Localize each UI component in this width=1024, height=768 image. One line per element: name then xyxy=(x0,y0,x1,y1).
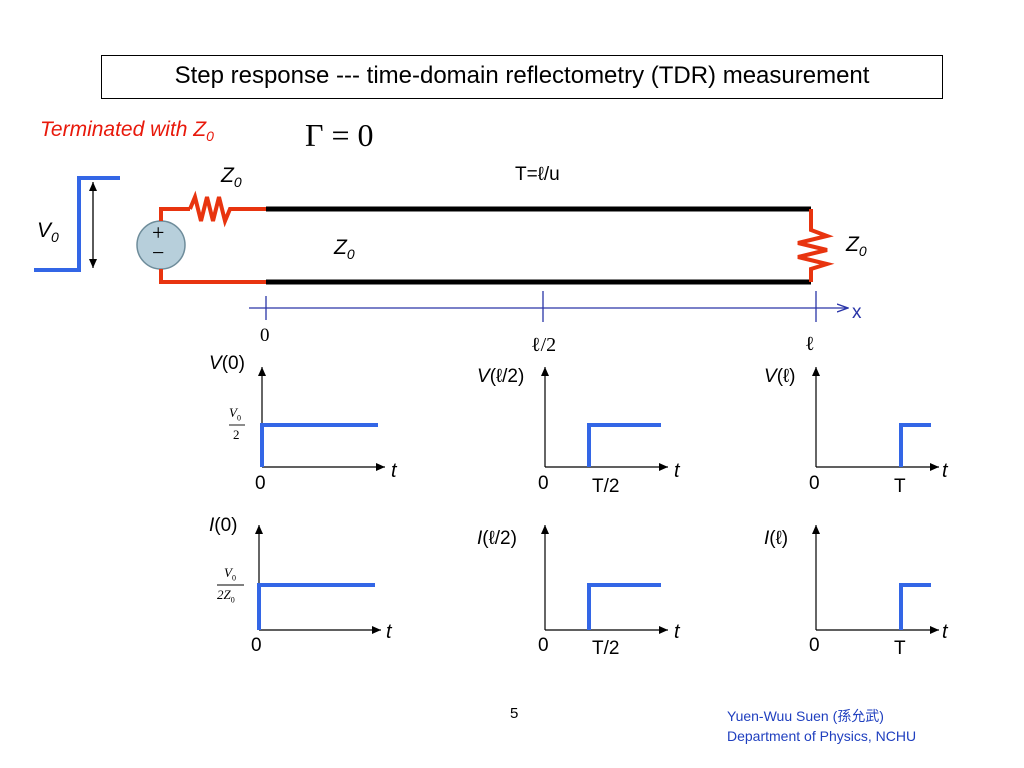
vhalf-ylabel-var: V xyxy=(477,366,490,387)
vhalf-origin-label: 0 xyxy=(538,473,549,494)
termination-label: Terminated with Z0 xyxy=(40,118,214,144)
source-voltage-var: V xyxy=(37,219,52,242)
slide-title: Step response --- time-domain reflectome… xyxy=(174,62,870,89)
i0-level-num-sub: 0 xyxy=(231,573,236,583)
vl-origin-label: 0 xyxy=(809,473,820,494)
v0-step xyxy=(260,423,378,467)
source-voltage-label: V0 xyxy=(37,219,59,245)
termination-sub: 0 xyxy=(206,128,214,145)
i0-ylabel-var: I xyxy=(209,515,215,536)
x-tick-label-0: 0 xyxy=(260,325,270,346)
source-impedance-sub: 0 xyxy=(233,174,242,191)
author-credit: Yuen-Wuu Suen (孫允武) Department of Physic… xyxy=(727,706,916,746)
il-origin-label: 0 xyxy=(809,635,820,656)
vl-step-time-label: T xyxy=(894,476,906,497)
ihalf-ylabel-var: I xyxy=(477,528,483,549)
source-impedance-var: Z xyxy=(221,164,234,187)
il-step xyxy=(899,583,931,630)
vhalf-step-time-label: T/2 xyxy=(592,476,620,497)
il-ylabel-arg: (ℓ) xyxy=(769,528,789,549)
il-t-label: t xyxy=(942,621,948,643)
x-tick-label-half: ℓ/2 xyxy=(531,334,557,356)
vl-step xyxy=(899,423,931,467)
i0-level-denominator: 2Z0 xyxy=(217,587,235,605)
vhalf-ylabel: V(ℓ/2) xyxy=(477,366,524,388)
source-impedance-label: Z0 xyxy=(221,164,242,190)
v0-level-denominator: 2 xyxy=(233,427,240,442)
v0-ylabel: V(0) xyxy=(209,353,245,375)
vhalf-t-label: t xyxy=(674,460,680,482)
line-impedance-var: Z xyxy=(334,236,347,259)
ihalf-t-label: t xyxy=(674,621,680,643)
i0-origin-label: 0 xyxy=(251,635,262,656)
vl-t-label: t xyxy=(942,460,948,482)
il-ylabel-var: I xyxy=(764,528,770,549)
v0-t-label: t xyxy=(391,460,397,482)
ihalf-step-time-label: T/2 xyxy=(592,638,620,659)
i0-step xyxy=(257,583,375,630)
vl-ylabel: V(ℓ) xyxy=(764,366,795,388)
termination-text: Terminated with Z xyxy=(40,118,207,141)
vhalf-step xyxy=(587,423,661,467)
line-impedance-sub: 0 xyxy=(346,246,355,263)
i0-level-numerator: V0 xyxy=(224,565,236,583)
load-impedance-sub: 0 xyxy=(858,243,867,260)
source-wire-bottom xyxy=(159,269,268,284)
x-axis-label: x xyxy=(852,302,862,323)
i0-level-den-sub: 0 xyxy=(230,595,235,605)
reflection-coefficient: Γ = 0 xyxy=(305,117,374,153)
ihalf-step xyxy=(587,583,661,630)
vl-ylabel-arg: (ℓ) xyxy=(776,366,796,387)
v0-level-num-var: V xyxy=(229,405,237,420)
v0-ylabel-arg: (0) xyxy=(221,353,245,374)
line-impedance-label: Z0 xyxy=(334,236,355,262)
source-plus-sign: + xyxy=(152,220,165,245)
ihalf-ylabel: I(ℓ/2) xyxy=(477,528,517,550)
x-tick-label-l: ℓ xyxy=(805,333,815,355)
input-step-waveform xyxy=(34,176,120,272)
v0-origin-label: 0 xyxy=(255,473,266,494)
ihalf-ylabel-arg: (ℓ/2) xyxy=(482,528,517,549)
il-ylabel: I(ℓ) xyxy=(764,528,788,550)
load-impedance-var: Z xyxy=(846,233,859,256)
i0-level-num-var: V xyxy=(224,565,232,580)
author-department: Department of Physics, NCHU xyxy=(727,728,917,744)
i0-ylabel: I(0) xyxy=(209,515,238,537)
load-impedance-label: Z0 xyxy=(846,233,867,259)
author-name: Yuen-Wuu Suen (孫允武) xyxy=(727,708,884,724)
i0-ylabel-arg: (0) xyxy=(214,515,238,536)
v0-level-numerator: V0 xyxy=(229,405,241,423)
source-voltage-sub: 0 xyxy=(51,229,59,246)
vl-ylabel-var: V xyxy=(764,366,777,387)
source-minus-sign: − xyxy=(152,240,165,265)
page-number: 5 xyxy=(510,705,519,722)
il-step-time-label: T xyxy=(894,638,906,659)
v0-level-num-sub: 0 xyxy=(236,413,241,423)
ihalf-origin-label: 0 xyxy=(538,635,549,656)
title-box: Step response --- time-domain reflectome… xyxy=(101,55,943,99)
v0-ylabel-var: V xyxy=(209,353,222,374)
load-resistor xyxy=(797,209,835,282)
i0-t-label: t xyxy=(386,621,392,643)
delay-label: T=ℓ/u xyxy=(515,164,560,185)
source-resistor xyxy=(188,190,268,228)
source-wire-top xyxy=(159,207,190,221)
i0-level-den-var: 2Z xyxy=(217,587,231,602)
vhalf-ylabel-arg: (ℓ/2) xyxy=(489,366,525,387)
